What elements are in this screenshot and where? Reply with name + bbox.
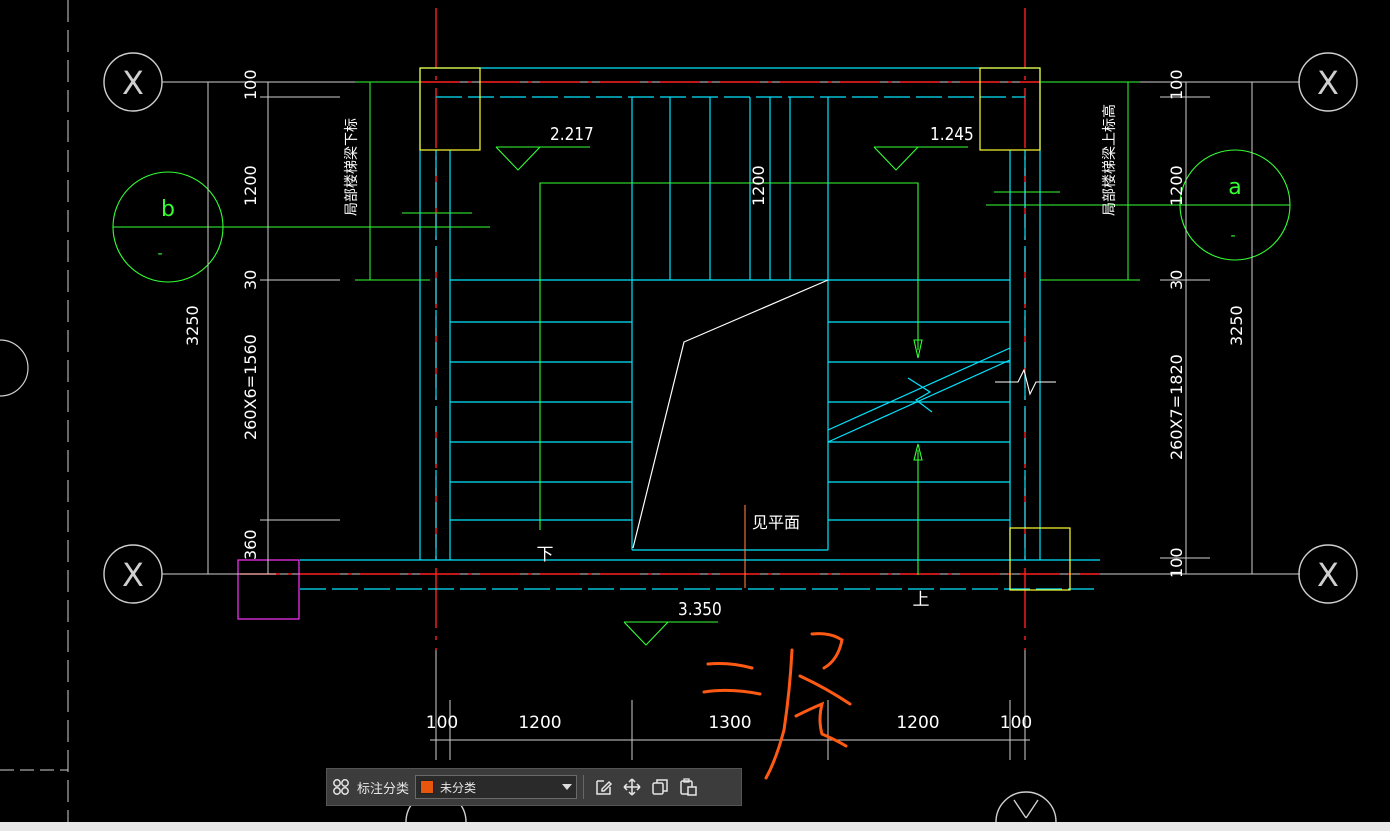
label-see-plan: 见平面 <box>752 513 800 532</box>
column-bottom-right <box>1009 527 1071 591</box>
dim-right-1200: 1200 <box>1167 165 1186 206</box>
handwritten-annotation <box>702 632 852 780</box>
dim-left-total: 3250 <box>183 305 202 346</box>
svg-text:X: X <box>1317 64 1339 102</box>
category-swatch <box>420 780 435 794</box>
dim-left-100: 100 <box>241 69 260 100</box>
grid-button[interactable] <box>327 773 355 801</box>
section-cut-line <box>632 279 829 549</box>
grid-icon <box>333 779 349 795</box>
svg-text:X: X <box>122 64 144 102</box>
note-right-vertical: 局部楼梯梁上标高 <box>1101 104 1118 216</box>
dimension-green-left <box>355 81 430 281</box>
svg-text:X: X <box>1317 556 1339 594</box>
category-value: 未分类 <box>440 780 477 795</box>
dim-right-steps: 260X7=1820 <box>1167 354 1186 460</box>
svg-text:-: - <box>157 246 162 262</box>
elevation-marker-bottom: 3.350 <box>623 598 722 646</box>
dim-right-30: 30 <box>1167 270 1186 290</box>
stair-outline <box>300 67 1100 590</box>
column-top-left <box>419 67 481 151</box>
edit-button[interactable] <box>590 773 618 801</box>
dimension-chain-left <box>200 81 340 575</box>
dim-bottom-1200-right: 1200 <box>896 713 939 733</box>
svg-text:-: - <box>1230 228 1235 244</box>
paste-icon <box>680 778 697 796</box>
chevron-down-icon <box>562 784 573 790</box>
dim-center-1200: 1200 <box>749 165 768 206</box>
dim-left-360: 360 <box>241 529 260 560</box>
move-button[interactable] <box>618 773 646 801</box>
copy-button[interactable] <box>646 773 674 801</box>
toolbar-divider <box>583 775 585 799</box>
move-icon <box>623 778 641 796</box>
dim-bottom-100-right: 100 <box>1000 713 1032 733</box>
annotation-toolbar: 标注分类 未分类 <box>326 768 742 806</box>
svg-text:3.350: 3.350 <box>678 598 722 620</box>
paste-button[interactable] <box>674 773 702 801</box>
note-left-vertical: 局部楼梯梁下标 <box>344 118 360 216</box>
axis-bubble-bottom-right: X <box>1298 544 1358 604</box>
category-dropdown[interactable]: 未分类 <box>415 775 578 799</box>
handwritten-label: 二层 <box>0 0 2 1</box>
edit-icon <box>596 780 613 795</box>
axis-bubble-bottom-left: X <box>103 544 163 604</box>
svg-text:2.217: 2.217 <box>550 123 594 145</box>
copy-icon <box>652 779 668 795</box>
column-top-right <box>979 67 1041 151</box>
dim-left-steps: 260X6=1560 <box>241 334 260 440</box>
axis-bubble-top-left: X <box>103 52 163 112</box>
dim-right-total: 3250 <box>1227 305 1246 346</box>
walking-line <box>539 182 923 575</box>
svg-text:a: a <box>1228 175 1241 200</box>
axis-bubble-top-right: X <box>1298 52 1358 112</box>
section-mark-b: b - <box>112 171 490 283</box>
svg-text:X: X <box>122 556 144 594</box>
dimension-chain-bottom <box>430 700 1030 760</box>
section-mark-a: a - <box>986 149 1291 261</box>
elevation-marker-right: 1.245 <box>873 123 974 171</box>
dim-right-100-bottom: 100 <box>1167 547 1186 578</box>
dim-right-100-top: 100 <box>1167 69 1186 100</box>
dim-bottom-1300: 1300 <box>708 713 751 733</box>
label-down: 下 <box>537 545 554 565</box>
dimension-green-right <box>1040 81 1140 281</box>
elevation-marker-left: 2.217 <box>495 123 594 171</box>
label-up: 上 <box>913 590 930 610</box>
dim-left-30: 30 <box>241 270 260 290</box>
bottom-status-strip <box>0 822 1390 831</box>
dim-bottom-100-left: 100 <box>426 713 458 733</box>
dim-bottom-1200-left: 1200 <box>518 713 561 733</box>
svg-text:b: b <box>161 197 175 222</box>
category-label: 标注分类 <box>357 781 410 797</box>
dim-left-1200: 1200 <box>241 165 260 206</box>
dimension-chain-right <box>1160 81 1262 575</box>
svg-text:1.245: 1.245 <box>930 123 974 145</box>
